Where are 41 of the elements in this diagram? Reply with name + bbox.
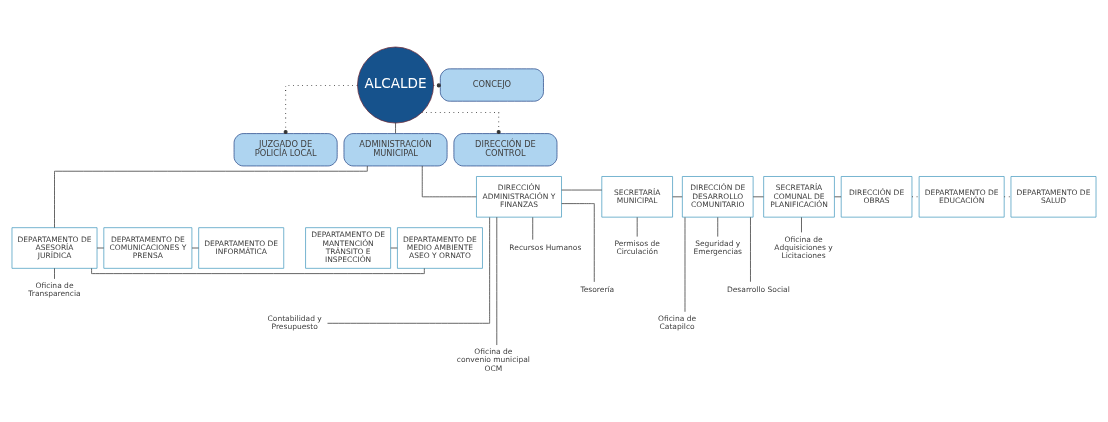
connector <box>801 216 802 233</box>
node-box: SECRETARÍA COMUNAL DE PLANIFICACIÓN <box>763 175 835 218</box>
node-text: Permisos de Circulación <box>614 238 660 256</box>
connector <box>327 216 490 324</box>
node-box: DIRECCIÓN DE DESARROLLO COMUNITARIO <box>681 175 754 218</box>
connector <box>750 216 751 282</box>
connector <box>561 202 595 282</box>
node-text: Tesorería <box>580 284 615 294</box>
node-box: DIRECCIÓN ADMINISTRACIÓN Y FINANZAS <box>476 175 562 218</box>
node-text: Recursos Humanos <box>509 242 582 252</box>
connector <box>532 216 534 240</box>
node-box: DIRECCIÓN DE OBRAS <box>840 175 913 218</box>
node-text: Seguridad y Emergencias <box>693 238 743 256</box>
node-text: Contabilidad y Presupuesto <box>267 313 322 331</box>
connector <box>91 267 425 274</box>
node-box: DEPARTAMENTO DE SALUD <box>1010 175 1097 218</box>
node-box: SECRETARÍA MUNICIPAL <box>601 175 673 218</box>
connector <box>54 267 55 279</box>
node-box: DEPARTAMENTO DE COMUNICACIONES Y PRENSA <box>103 226 193 269</box>
node-text: Oficina de Adquisiciones y Licitaciones <box>774 234 833 260</box>
node-circle: ALCALDE <box>357 46 434 123</box>
connector <box>395 122 396 134</box>
connector <box>717 216 719 237</box>
connector <box>421 165 477 197</box>
node-text: Oficina de Transparencia <box>28 280 81 298</box>
node-box: ADMINISTRACIÓN MUNICIPAL <box>343 132 448 166</box>
connector <box>421 111 501 134</box>
node-box: DEPARTAMENTO DE INFORMÁTICA <box>198 226 285 269</box>
node-text: Oficina de convenio municipal OCM <box>456 346 530 373</box>
node-text: Oficina de Catapilco <box>658 313 697 331</box>
connector <box>54 165 368 228</box>
connector <box>433 82 441 87</box>
node-box: CONCEJO <box>439 67 544 102</box>
node-text: Desarrollo Social <box>726 284 790 294</box>
node-box: DEPARTAMENTO DE MEDIO AMBIENTE ASEO Y ORNATO <box>397 226 483 269</box>
node-box: DIRECCIÓN DE CONTROL <box>453 132 558 166</box>
connector <box>283 84 358 134</box>
node-box: DEPARTAMENTO DE MANTENCIÓN TRÁNSITO E INSPECCIÓN <box>305 226 391 269</box>
node-box: DEPARTAMENTO DE EDUCACIÓN <box>918 175 1005 218</box>
node-box: DEPARTAMENTO DE ASESORÍA JURÍDICA <box>11 226 98 269</box>
node-box: JUZGADO DE POLICÍA LOCAL <box>233 132 338 166</box>
